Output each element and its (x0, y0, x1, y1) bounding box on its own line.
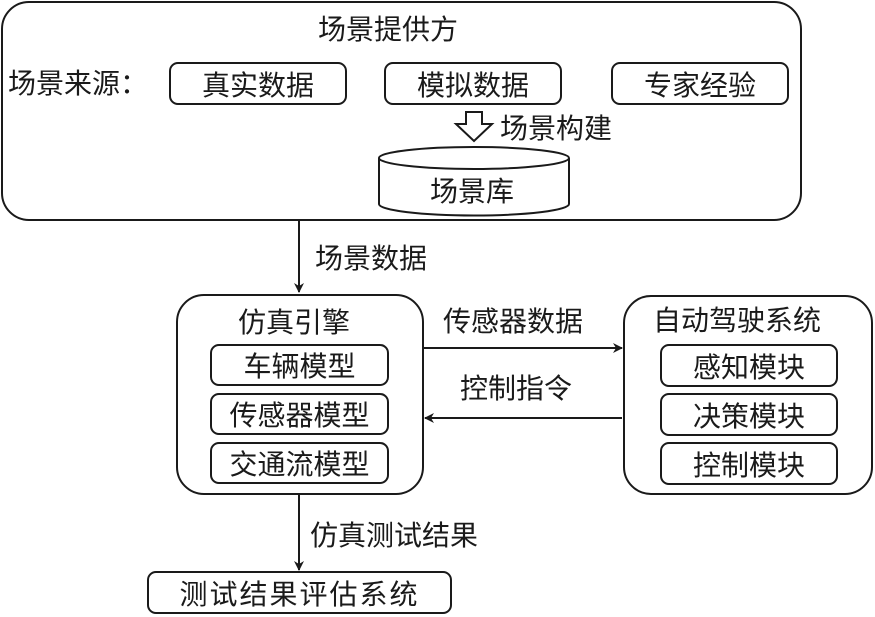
scene-provider-title: 场景提供方 (318, 13, 459, 46)
perception-module[interactable]: 感知模块 (660, 344, 838, 387)
sim-results-label: 仿真测试结果 (310, 519, 479, 552)
evaluation-system[interactable]: 测试结果评估系统 (147, 571, 452, 614)
traffic-flow-model[interactable]: 交通流模型 (210, 442, 389, 484)
sensor-data-label: 传感器数据 (443, 305, 584, 338)
scene-build-label: 场景构建 (500, 112, 613, 145)
control-commands-label: 控制指令 (460, 372, 573, 405)
source-expert-experience[interactable]: 专家经验 (611, 62, 789, 105)
ads-title: 自动驾驶系统 (653, 304, 822, 337)
scene-data-label: 场景数据 (315, 242, 428, 275)
scene-sources-label: 场景来源： (8, 67, 149, 100)
sim-engine-title: 仿真引擎 (238, 306, 351, 339)
source-real-data[interactable]: 真实数据 (169, 62, 347, 105)
scene-library-label[interactable]: 场景库 (430, 175, 515, 208)
sensor-model[interactable]: 传感器模型 (210, 393, 389, 435)
control-module[interactable]: 控制模块 (660, 442, 838, 485)
vehicle-model[interactable]: 车辆模型 (210, 344, 389, 386)
source-simulated-data[interactable]: 模拟数据 (384, 62, 562, 105)
decision-module[interactable]: 决策模块 (660, 393, 838, 436)
